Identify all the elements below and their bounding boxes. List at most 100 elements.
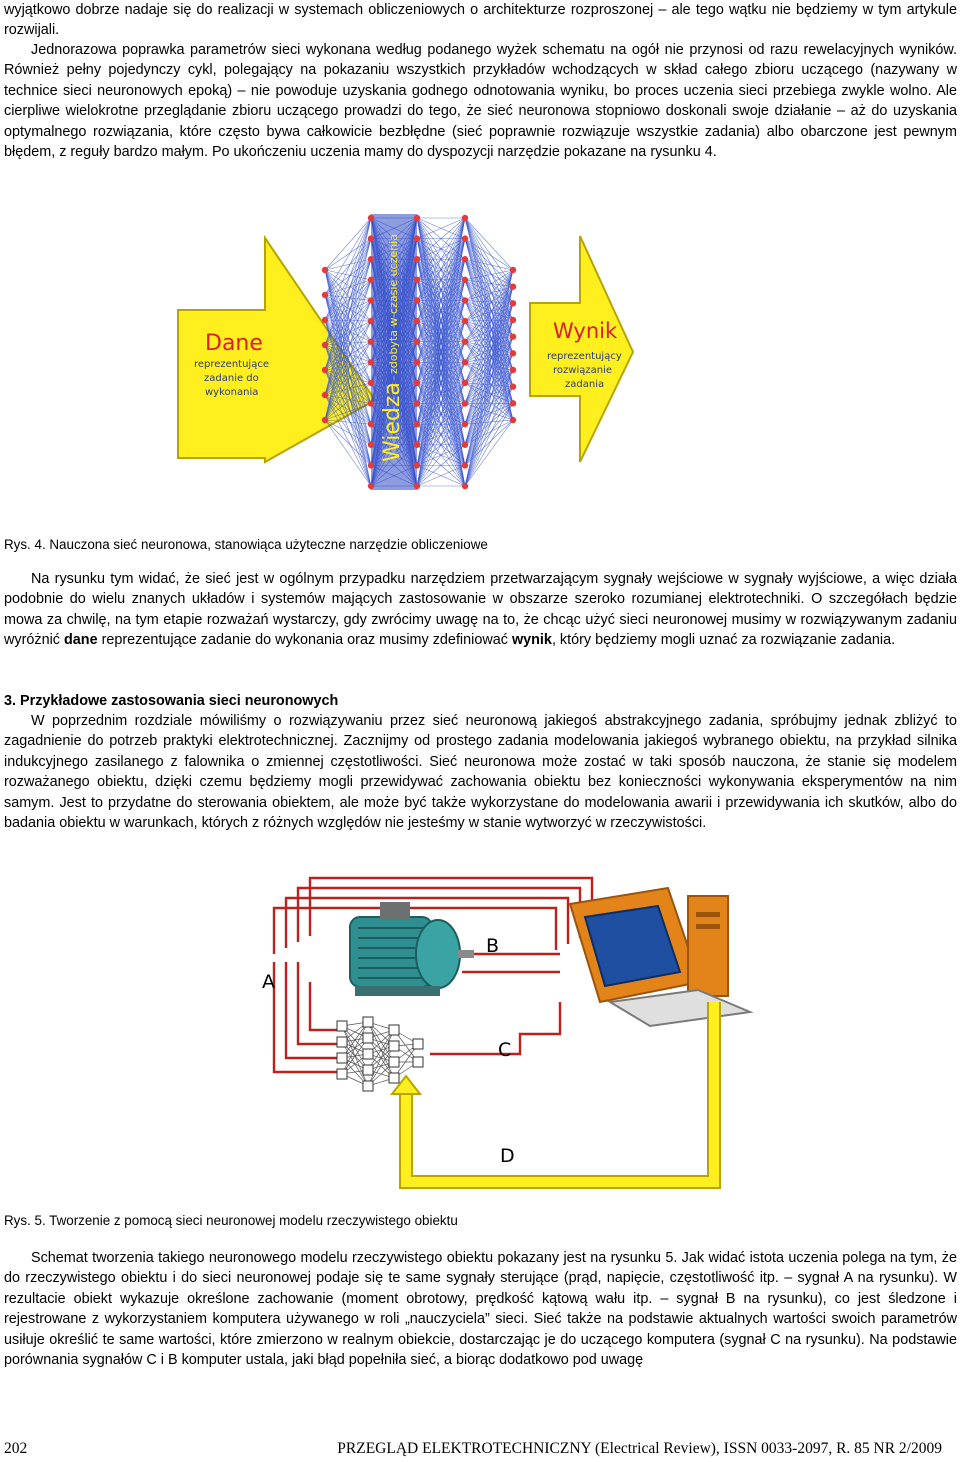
network-connection [416, 217, 466, 445]
network-connection [324, 238, 372, 396]
schema-neuron [412, 1038, 424, 1050]
neuron [413, 214, 421, 222]
network-connection [416, 341, 466, 487]
network-connection [324, 279, 372, 346]
neuron [461, 441, 469, 448]
network-connection [464, 319, 514, 466]
network-connection [324, 259, 372, 346]
neuron [461, 482, 469, 490]
network-connection [416, 382, 466, 487]
neuron [509, 316, 517, 324]
neuron [321, 266, 329, 274]
schema-neuron [388, 1072, 400, 1084]
network-connection [416, 403, 466, 487]
neuron [461, 462, 469, 469]
p3-bold-wynik: wynik [511, 632, 552, 649]
schema-neuron [362, 1048, 374, 1060]
input-subtitle-3: wykonania [205, 387, 258, 398]
neuron [367, 359, 375, 366]
neuron [413, 379, 421, 387]
neuron [367, 214, 375, 222]
network-connection [324, 259, 372, 421]
network-connection [464, 269, 514, 281]
network-connection [324, 382, 372, 421]
network-connection [324, 259, 372, 371]
neuron [367, 420, 375, 428]
network-connection [416, 362, 466, 487]
output-subtitle-2: rozwiązanie [553, 365, 612, 376]
neuron [413, 338, 421, 345]
neuron [413, 400, 421, 407]
network-connection [324, 238, 372, 346]
network-connection [464, 303, 514, 445]
network-connection [416, 217, 466, 384]
network-connection [416, 423, 466, 487]
network-connection [464, 336, 514, 487]
neuron [413, 420, 421, 428]
network-connection [324, 259, 372, 396]
output-title: Wynik [553, 319, 618, 343]
figure-5-model-creation: B A C D [230, 862, 780, 1202]
neuron [413, 359, 421, 366]
network-connection [416, 217, 466, 342]
network-connection [464, 319, 514, 445]
network-connection [324, 238, 372, 371]
paragraph-applications: W poprzednim rozdziale mówiliśmy o rozwi… [4, 711, 957, 833]
network-connection [324, 403, 372, 421]
network-connection [416, 217, 466, 281]
schema-connection [367, 1029, 395, 1087]
schema-connection [367, 1029, 395, 1071]
label-a: A [262, 971, 275, 993]
network-connection [464, 286, 514, 466]
neuron [413, 297, 421, 304]
figure-4-drawing: Dane reprezentujące zadanie do wykonania… [177, 214, 635, 490]
network-neurons [321, 214, 517, 490]
neuron [461, 214, 469, 222]
induction-motor [349, 902, 474, 996]
network-connection [324, 300, 372, 421]
neuron [413, 317, 421, 325]
network-connection [324, 300, 372, 371]
paragraph-applications-text: W poprzednim rozdziale mówiliśmy o rozwi… [4, 713, 957, 832]
network-connection [464, 269, 514, 384]
p3-text-2: reprezentujące zadanie do wykonania oraz… [97, 632, 512, 649]
schema-neuron [336, 1020, 348, 1032]
neuron [509, 333, 517, 340]
neuron [367, 235, 375, 242]
schema-connection [341, 1021, 369, 1059]
neuron [367, 462, 375, 469]
neuron [413, 462, 421, 469]
neuron [321, 316, 329, 324]
knowledge-title: Wiedza [380, 382, 405, 462]
neuron [461, 256, 469, 263]
neuron [321, 291, 329, 299]
neuron [367, 317, 375, 325]
section-heading: 3. Przykładowe zastosowania sieci neuron… [4, 693, 339, 709]
network-connection [324, 279, 372, 421]
network-connection [464, 369, 514, 487]
paragraph-model-schema-text: Schemat tworzenia takiego neuronowego mo… [4, 1250, 957, 1369]
paragraph-network-tool-text: Na rysunku tym widać, że sieć jest w ogó… [4, 571, 957, 648]
signal-b-wires [462, 952, 560, 974]
page-number: 202 [4, 1440, 28, 1457]
neuron [367, 379, 375, 387]
network-connection [464, 303, 514, 425]
schema-connection [341, 1021, 369, 1075]
feedback-loop-d [389, 1002, 721, 1189]
network-connection [324, 320, 372, 346]
neuron [461, 235, 469, 242]
network-connection [464, 269, 514, 487]
neuron [461, 317, 469, 325]
network-connection [416, 279, 466, 487]
paragraph-training-text: Jednorazowa poprawka parametrów sieci wy… [4, 42, 957, 161]
neuron [461, 359, 469, 366]
neuron [509, 400, 517, 407]
network-connection [464, 269, 514, 404]
neuron [321, 391, 329, 399]
schema-neuron [362, 1032, 374, 1044]
neuron [367, 256, 375, 263]
network-connection [324, 320, 372, 421]
computer [568, 886, 754, 1028]
network-connection [324, 217, 372, 396]
network-connection [464, 319, 514, 425]
